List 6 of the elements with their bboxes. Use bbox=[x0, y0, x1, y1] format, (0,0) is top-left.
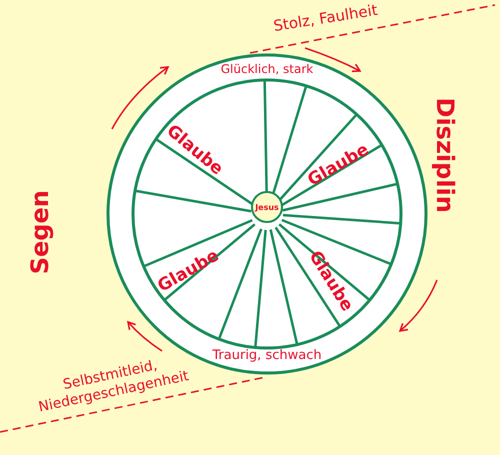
side-label: Disziplin bbox=[430, 98, 458, 213]
rim-bottom-label: Traurig, schwach bbox=[211, 349, 323, 364]
hub-label: Jesus bbox=[255, 202, 279, 212]
side-label: Segen bbox=[26, 190, 54, 274]
rim-top-label: Glücklich, stark bbox=[220, 63, 314, 76]
category-label: Stolz, Faulheit bbox=[272, 1, 378, 34]
